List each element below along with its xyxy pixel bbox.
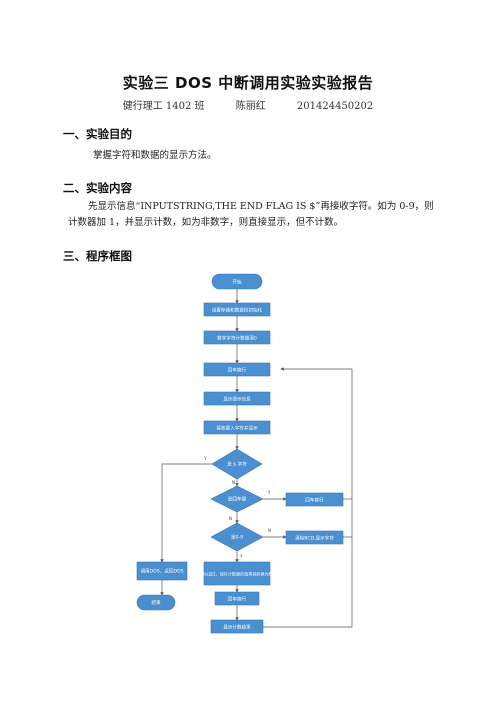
section-heading-purpose: 一、实验目的 — [63, 127, 132, 141]
enter-action-label: 回车换行 — [305, 497, 324, 504]
count-newline-box — [214, 591, 260, 606]
decision-digit — [210, 522, 264, 552]
prompt-label: 显示提示信息 — [223, 396, 251, 403]
author-info: 健行理工 1402 班 陈丽红 201424450202 — [0, 97, 496, 112]
end-label: 结束 — [151, 599, 161, 606]
init-label: 设置存器和数据段初始化 — [212, 307, 263, 314]
nondigit-action-box — [285, 530, 344, 545]
count-action-label: 计数器以加1，保存计数器的值将其转换为BCD码 — [192, 571, 281, 577]
prompt-box — [203, 391, 271, 406]
yes-label-end: Y — [203, 456, 207, 461]
yes-label-enter: Y — [267, 490, 271, 495]
start-terminal — [211, 273, 263, 290]
student-name: 陈丽红 — [235, 101, 266, 112]
decision-enter-label: 是回车键 — [228, 496, 247, 503]
section-body-purpose: 掌握字符和数据的显示方法。 — [93, 150, 217, 161]
decision-enter — [210, 485, 264, 513]
report-title: 实验三 DOS 中断调用实验实验报告 — [122, 74, 374, 92]
clear-counter-label: 数字字符计数器清0 — [217, 335, 257, 342]
nondigit-action-label: 清除BCD,显示字符 — [295, 535, 334, 542]
decision-digit-label: 是0-9 — [231, 535, 243, 541]
end-terminal — [136, 594, 176, 611]
section-body-content: 先显示信息“INPUTSTRING,THE END FLAG IS $”再接收字… — [68, 201, 434, 228]
init-box — [203, 302, 271, 317]
class-name: 健行理工 1402 班 — [122, 101, 205, 112]
student-id: 201424450202 — [296, 101, 374, 112]
enter-action-box — [285, 492, 344, 507]
input-label: 接收键入字符并显示 — [216, 425, 258, 432]
decision-end-label: 是 $ 字符 — [227, 461, 247, 468]
section-heading-content: 二、实验内容 — [63, 181, 132, 195]
newline-box — [203, 362, 271, 377]
show-count-box — [210, 619, 264, 634]
newline-label: 回车换行 — [228, 367, 247, 374]
no-label-enter: N — [229, 516, 232, 521]
show-count-label: 显示计数结果 — [223, 624, 251, 631]
exit-dos-label: 调用DOS，返回DOS — [140, 568, 183, 575]
exit-dos-box — [136, 561, 188, 581]
count-newline-label: 回车换行 — [228, 596, 247, 603]
yes-label-digit: Y — [239, 554, 243, 559]
section-heading-flowchart: 三、程序框图 — [63, 249, 132, 263]
count-action-box — [203, 561, 271, 586]
no-label-end: N — [232, 480, 235, 485]
input-box — [203, 420, 271, 435]
no-label-digit: N — [268, 528, 271, 533]
start-label: 开始 — [232, 279, 242, 286]
clear-counter-box — [203, 330, 271, 345]
decision-end-char — [211, 448, 263, 480]
